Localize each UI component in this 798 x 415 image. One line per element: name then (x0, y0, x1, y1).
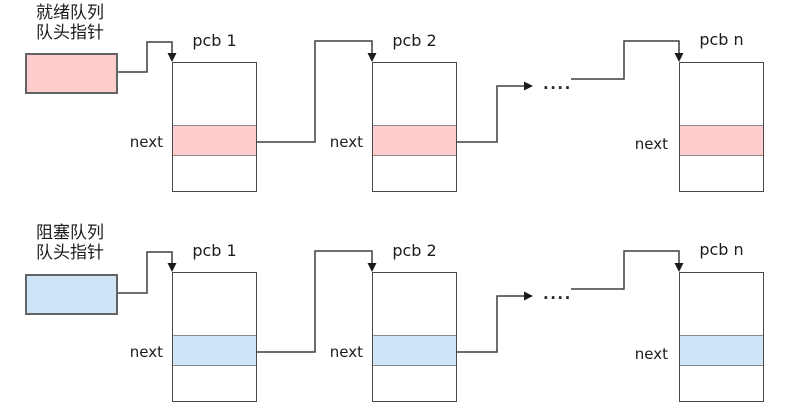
arrow-down-icon (367, 263, 377, 272)
pcb-next-pointer-cell (173, 335, 256, 366)
pcb-data-cell (680, 366, 763, 401)
connector-blocked-pcb2-to-dots (457, 295, 524, 353)
arrow-down-icon (367, 53, 377, 62)
pcb-node-blocked-n (679, 272, 764, 402)
connector-ready-pcb2-to-dots (457, 85, 524, 143)
arrow-right-icon (524, 291, 533, 301)
blocked-queue-pointer-label-line1: 阻塞队列 (36, 223, 104, 243)
pcb-next-pointer-cell (373, 335, 456, 366)
next-field-label: next (329, 133, 363, 151)
next-field-label: next (129, 133, 163, 151)
arrow-down-icon (674, 53, 684, 62)
pcb-data-cell (173, 366, 256, 401)
ready-queue-pointer-label-line2: 队头指针 (36, 23, 104, 43)
pcb-data-cell (173, 156, 256, 191)
pcb-next-pointer-cell (373, 125, 456, 156)
pcb-node-ready-1 (172, 62, 257, 192)
blocked-queue-pointer-label: 阻塞队列 队头指针 (36, 223, 104, 263)
ready-queue-pointer-label: 就绪队列 队头指针 (36, 3, 104, 43)
pcb-title: pcb 2 (392, 241, 437, 260)
pcb-data-cell (373, 366, 456, 401)
pcb-title: pcb 1 (192, 31, 237, 50)
pcb-data-cell (173, 63, 256, 125)
pcb-data-cell (680, 63, 763, 125)
arrow-down-icon (167, 53, 177, 62)
pcb-title: pcb 2 (392, 31, 437, 50)
pcb-node-blocked-1 (172, 272, 257, 402)
pcb-data-cell (680, 156, 763, 191)
next-field-label: next (129, 343, 163, 361)
pcb-data-cell (173, 273, 256, 335)
next-field-label: next (634, 135, 668, 153)
arrow-down-icon (674, 263, 684, 272)
ellipsis-dots: .... (543, 285, 572, 303)
ready-queue-pointer-label-line1: 就绪队列 (36, 3, 104, 23)
pcb-next-pointer-cell (680, 335, 763, 366)
pcb-title: pcb n (699, 240, 744, 259)
blocked-queue-head-pointer-box (25, 274, 118, 315)
pcb-data-cell (373, 63, 456, 125)
pcb-node-ready-n (679, 62, 764, 192)
connector-blocked-pcb1-to-pcb2 (257, 250, 373, 353)
pcb-data-cell (373, 273, 456, 335)
connector-ready-head-to-pcb1 (118, 41, 173, 73)
pcb-next-pointer-cell (680, 125, 763, 156)
ellipsis-dots: .... (543, 75, 572, 93)
arrow-right-icon (524, 81, 533, 91)
ready-queue-head-pointer-box (25, 53, 118, 94)
next-field-label: next (329, 343, 363, 361)
pcb-node-blocked-2 (372, 272, 457, 402)
pcb-node-ready-2 (372, 62, 457, 192)
pcb-data-cell (680, 273, 763, 335)
pcb-title: pcb n (699, 30, 744, 49)
connector-blocked-head-to-pcb1 (118, 251, 173, 294)
pcb-title: pcb 1 (192, 241, 237, 260)
connector-blocked-dots-to-pcbn (571, 250, 680, 290)
connector-ready-pcb1-to-pcb2 (257, 40, 373, 143)
arrow-down-icon (167, 263, 177, 272)
blocked-queue-pointer-label-line2: 队头指针 (36, 243, 104, 263)
next-field-label: next (634, 345, 668, 363)
pcb-data-cell (373, 156, 456, 191)
pcb-next-pointer-cell (173, 125, 256, 156)
connector-ready-dots-to-pcbn (571, 40, 680, 80)
